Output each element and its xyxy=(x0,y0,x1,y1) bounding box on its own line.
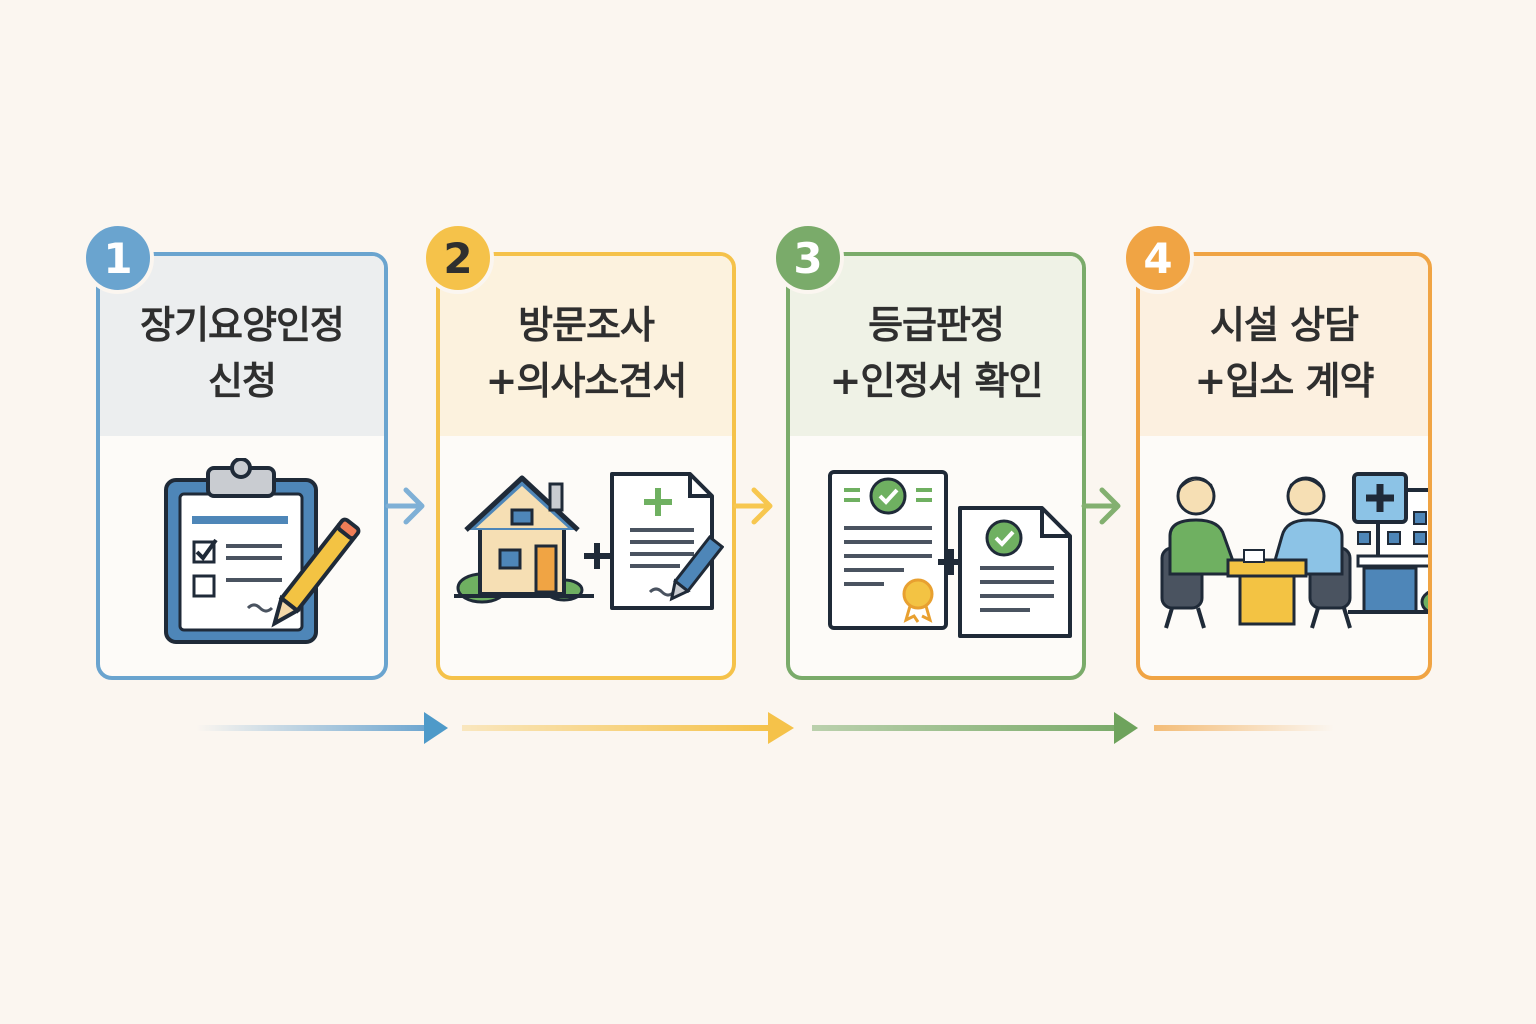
consultation-facility-icon xyxy=(1160,472,1428,629)
step-1-badge: 1 xyxy=(82,222,154,294)
step-card-4: 시설 상담 +입소 계약 xyxy=(1136,252,1432,680)
step-card-1: 장기요양인정 신청 xyxy=(96,252,388,680)
certificate-documents-icon xyxy=(828,470,1072,638)
step-2-title-line2: +의사소견서 xyxy=(485,359,688,403)
clipboard-pencil-icon xyxy=(164,458,361,644)
step-1-illustration xyxy=(100,436,384,676)
step-1-header: 장기요양인정 신청 xyxy=(100,256,384,436)
step-2-illustration xyxy=(440,436,732,676)
step-2-header: 방문조사 +의사소견서 xyxy=(440,256,732,436)
step-3-illustration xyxy=(790,436,1082,676)
step-3-title-line1: 등급판정 xyxy=(868,303,1005,347)
flow-arrow-1 xyxy=(196,712,448,744)
step-3-badge: 3 xyxy=(772,222,844,294)
step-2-badge: 2 xyxy=(422,222,494,294)
step-3-title-line2: +인정서 확인 xyxy=(829,359,1044,403)
step-card-3: 등급판정 +인정서 확인 xyxy=(786,252,1086,680)
step-4-badge: 4 xyxy=(1122,222,1194,294)
step-4-illustration xyxy=(1140,436,1428,676)
flow-arrow-2 xyxy=(462,712,794,744)
arrow-icon xyxy=(385,487,425,525)
step-3-header: 등급판정 +인정서 확인 xyxy=(790,256,1082,436)
flow-arrow-4 xyxy=(1154,725,1334,731)
step-4-title-line1: 시설 상담 xyxy=(1209,303,1359,347)
step-2-title-line1: 방문조사 xyxy=(518,303,655,347)
arrow-icon xyxy=(733,487,773,525)
arrow-icon xyxy=(1081,487,1121,525)
step-1-title-line2: 신청 xyxy=(208,359,277,403)
step-1-title-line1: 장기요양인정 xyxy=(140,303,345,347)
house-document-icon xyxy=(454,472,724,610)
step-4-title-line2: +입소 계약 xyxy=(1194,359,1375,403)
step-card-2: 방문조사 +의사소견서 xyxy=(436,252,736,680)
flow-arrow-3 xyxy=(812,712,1138,744)
step-4-header: 시설 상담 +입소 계약 xyxy=(1140,256,1428,436)
